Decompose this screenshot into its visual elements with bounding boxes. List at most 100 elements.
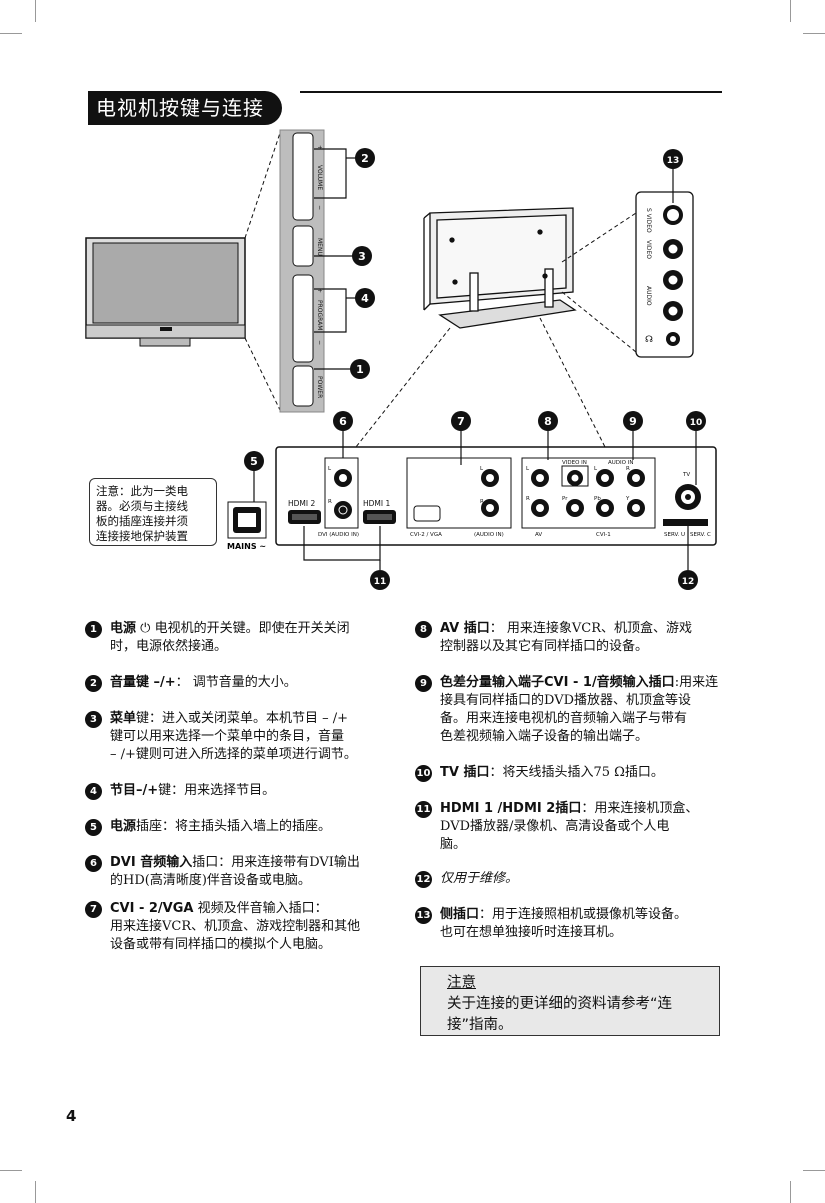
cvi1-r-label: R [626,466,630,472]
pb-label: Pb [594,496,601,502]
desc-item-volume: 2 音量键 –/+： 调节音量的大小。 [85,674,400,692]
callout-2: 2 [355,148,375,168]
side-jack-panel [635,191,694,358]
page-title: 电视机按键与连接 [88,91,282,125]
notice-title: 注意 [447,975,476,991]
program-plus-label: + [316,288,323,293]
callout-11: 11 [370,570,390,590]
video-in-label: VIDEO IN [562,460,587,466]
serv-u-label: SERV. U [664,532,685,538]
y-label: Y [625,496,630,502]
desc-item-dvi: 6 DVI 音频输入插口：用来连接带有DVI输出 的HD(高清晰度)伴音设备或电… [85,854,400,890]
callout-8: 8 [538,411,558,431]
av-label: AV [535,532,542,538]
vga-l-label: L [480,466,484,472]
callout-12: 12 [678,570,698,590]
desc-item-av: 8 AV 插口： 用来连接象VCR、机顶盒、游戏 控制器以及其它有同样插口的设备… [415,620,730,656]
cvi1-l-label: L [594,466,598,472]
desc-item-mains: 5 电源插座：将主插头插入墙上的插座。 [85,818,400,836]
desc-item-cvi2: 7 CVI - 2/VGA 视频及伴音输入插口： 用来连接VCR、机顶盒、游戏控… [85,900,405,954]
callout-3: 3 [352,246,372,266]
crop-mark [0,1170,22,1171]
callout-1: 1 [350,359,370,379]
tv-front-illustration [85,237,246,347]
volume-minus-label: − [316,205,323,210]
dvi-audio-in-label: DVI (AUDIO IN) [318,532,359,538]
callout-10: 10 [686,411,706,431]
callout-5: 5 [244,451,264,471]
power-icon: ⏻ [140,621,151,636]
svideo-label: S VIDEO [645,208,652,233]
audio-in-top-label: AUDIO IN [608,460,633,466]
page-number: 4 [66,1107,77,1125]
desc-item-power: 1 电源 ⏻ 电视机的开关键。即使在开关关闭 时，电源依然接通。 [85,620,400,656]
power-label: POWER [316,376,323,398]
svg-text:3: 3 [358,250,366,263]
desc-item-hdmi: 11 HDMI 1 /HDMI 2插口：用来连接机顶盒、 DVD播放器/录像机、… [415,801,699,852]
desc-item-tv: 10 TV 插口：将天线插头插入75 Ω插口。 [415,765,664,782]
svg-text:5: 5 [250,455,258,468]
program-minus-label: − [316,340,323,345]
crop-mark [803,33,825,34]
svg-text:13: 13 [667,156,680,166]
connection-diagram: + VOLUME − MENU + PROGRAM − POWER [85,129,717,590]
pr-label: Pr [562,496,568,502]
dvi-r-label: R [328,499,332,505]
av-r-label: R [526,496,530,502]
svg-text:1: 1 [356,363,364,376]
callout-4: 4 [355,288,375,308]
title-rule [300,91,722,93]
svg-text:11: 11 [374,577,387,587]
svg-text:12: 12 [682,577,695,587]
video-label: VIDEO [645,240,652,259]
crop-mark [35,0,36,22]
callout-7: 7 [451,411,471,431]
mains-label: MAINS ~ [227,542,266,551]
safety-note-line: 注意：此为一类电 [96,484,188,498]
notice-line: 接”指南。 [447,1017,513,1033]
menu-label: MENU [316,238,323,256]
cvi1-label: CVI-1 [596,532,611,538]
safety-note-line: 板的插座连接并须 [96,514,188,528]
svg-text:8: 8 [544,415,552,428]
desc-item-cvi1: 9 色差分量输入端子CVI - 1/音频输入插口:用来连 接具有同样插口的DVD… [415,674,740,746]
tv-rear-illustration [423,207,577,329]
svg-text:6: 6 [339,415,347,428]
connection-notice: 注意 关于连接的更详细的资料请参考“连 接”指南。 [420,966,720,1036]
crop-mark [35,1181,36,1203]
svg-text:2: 2 [361,152,369,165]
callout-13: 13 [663,149,683,169]
hdmi1-label: HDMI 1 [363,499,390,508]
hdmi2-label: HDMI 2 [288,499,315,508]
svg-text:4: 4 [361,292,369,305]
serv-c-label: SERV. C [690,532,711,538]
side-control-panel [279,129,325,413]
crop-mark [0,33,22,34]
callout-9: 9 [623,411,643,431]
tv-label: TV [682,472,690,478]
svg-text:10: 10 [690,418,703,428]
cvi2-vga-label: CVI-2 / VGA [410,532,442,538]
notice-line: 关于连接的更详细的资料请参考“连 [447,996,673,1012]
safety-note: 注意：此为一类电 器。必须与主接线 板的插座连接并须 连接接地保护装置 [89,478,217,546]
volume-plus-label: + [316,145,323,150]
callout-6: 6 [333,411,353,431]
desc-item-side-jacks: 13 侧插口：用于连接照相机或摄像机等设备。 也可在想单独接听时连接耳机。 [415,907,688,940]
headphone-icon: ☊ [645,335,653,345]
program-label: PROGRAM [316,300,323,330]
volume-label: VOLUME [316,165,323,190]
desc-item-service: 12 仅用于维修。 [415,871,519,888]
desc-item-menu: 3 菜单键：进入或关闭菜单。本机节目 – /+ 键可以用来选择一个菜单中的条目，… [85,710,405,764]
safety-note-line: 连接接地保护装置 [96,529,188,543]
crop-mark [803,1170,825,1171]
crop-mark [790,0,791,22]
av-l-label: L [526,466,530,472]
rear-connection-panel [227,446,717,546]
vga-r-label: R [480,499,484,505]
dvi-l-label: L [328,466,332,472]
cvi2-audio-in-label: (AUDIO IN) [474,532,504,538]
desc-item-program: 4 节目–/+键：用来选择节目。 [85,782,400,800]
crop-mark [790,1181,791,1203]
svg-text:9: 9 [629,415,637,428]
safety-note-line: 器。必须与主接线 [96,499,188,513]
